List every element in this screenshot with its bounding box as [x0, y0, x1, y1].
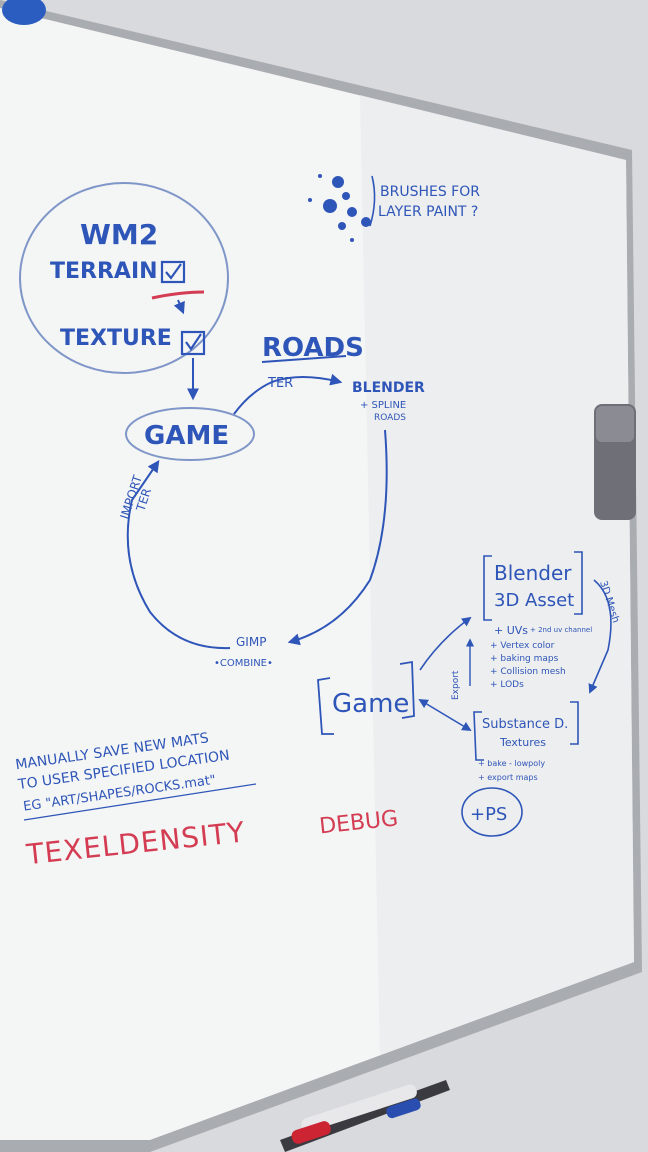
brush-doodle-icon: [308, 174, 371, 242]
blender-bracket-right: [574, 551, 583, 615]
loop-left: [126, 460, 231, 650]
bake-lowpoly-label: + bake - lowpoly: [478, 759, 545, 768]
gimp-label: GIMP: [236, 635, 266, 649]
ps-circle: [461, 787, 523, 837]
game-bracket-left: [317, 677, 334, 735]
blender-bracket-left: [483, 555, 492, 621]
game-substance-arrow: [418, 699, 472, 731]
terrain-checkmark-icon: [165, 263, 182, 280]
vertex-color-label: + Vertex color: [490, 641, 555, 651]
substance-bracket-left: [473, 711, 484, 761]
blue-magnet: [2, 0, 46, 25]
ter-arrow: [233, 373, 343, 415]
collision-label: + Collision mesh: [490, 667, 566, 677]
spline-label: + SPLINE: [360, 400, 406, 411]
game-box-label: Game: [332, 689, 409, 719]
board-shade: [360, 95, 634, 1055]
blender-box-label: Blender: [494, 561, 572, 585]
game-ellipse: [125, 407, 255, 461]
game-center-label: GAME: [144, 421, 229, 451]
brushes-line2: LAYER PAINT ?: [378, 204, 478, 220]
game-to-blender-arrow: [419, 616, 472, 671]
uvs-label: + UVs: [494, 624, 528, 637]
mesh-arrow: [588, 579, 612, 694]
textures-label: Textures: [499, 736, 546, 749]
texture-label: TEXTURE: [60, 326, 172, 351]
wm2-label: WM2: [80, 218, 158, 251]
uv-channel-label: + 2nd uv channel: [530, 626, 592, 634]
manual-underline: [23, 783, 257, 821]
asset-box-label: 3D Asset: [494, 590, 574, 611]
lods-label: + LODs: [490, 680, 524, 690]
texture-checkbox: [180, 330, 206, 356]
terrain-label: TERRAIN: [50, 259, 158, 284]
blender-top-label: BLENDER: [352, 380, 425, 396]
roads-small-label: ROADS: [374, 413, 406, 423]
combine-label: •COMBINE•: [214, 658, 273, 669]
loop-right: [287, 429, 388, 646]
export-label: Export: [451, 670, 461, 700]
eraser-top: [596, 406, 634, 442]
game-bracket-right: [399, 660, 415, 719]
wm2-circle: [19, 182, 229, 374]
ter-roads-label: TER: [267, 376, 293, 391]
substance-bracket-right: [570, 701, 579, 745]
baking-maps-label: + baking maps: [490, 654, 559, 664]
red-underline: [151, 290, 205, 300]
export-maps-label: + export maps: [478, 773, 538, 782]
substance-label: Substance D.: [482, 717, 568, 732]
roads-underline: [261, 355, 347, 363]
brush-bracket: [369, 175, 376, 227]
ps-label: +PS: [470, 804, 507, 825]
markers[interactable]: [290, 1083, 422, 1145]
down-arrow-1: [173, 299, 185, 315]
brushes-line1: BRUSHES FOR: [380, 184, 480, 200]
texture-checkmark-icon: [185, 333, 202, 351]
terrain-checkbox: [160, 260, 186, 284]
